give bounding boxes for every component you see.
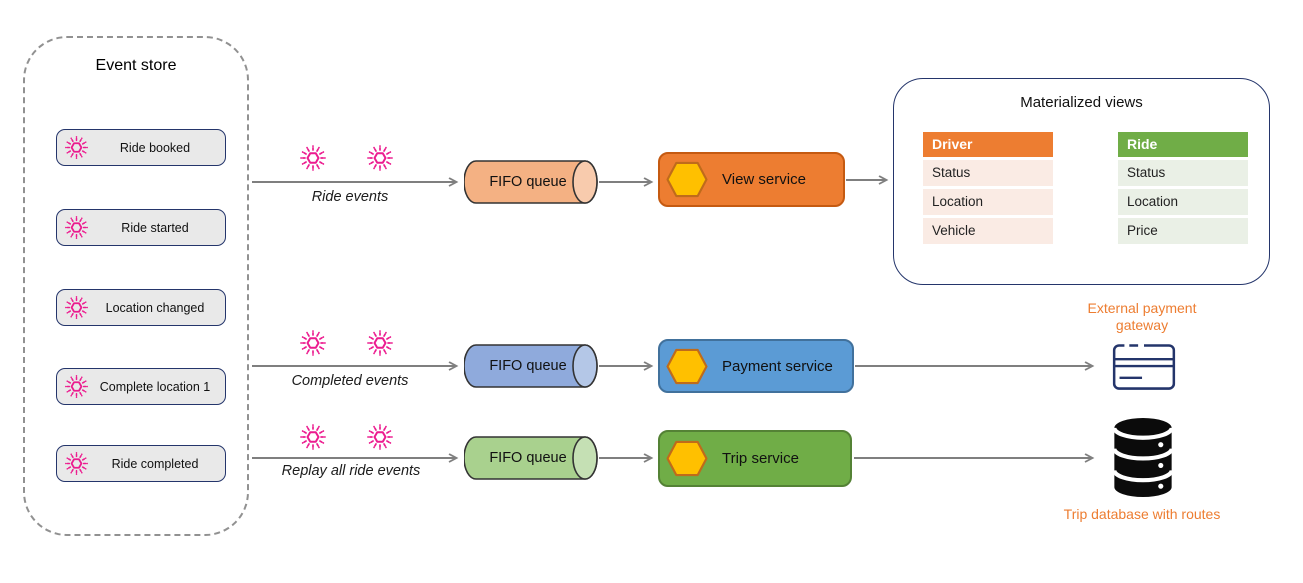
event-burst-icon	[64, 451, 89, 476]
event-store-title: Event store	[95, 57, 177, 74]
hexagon-service-icon	[665, 440, 709, 477]
table-row: Vehicle	[923, 218, 1053, 244]
materialized-views-container: Materialized views Driver Status Locatio…	[893, 78, 1270, 285]
flow-label-replay-events: Replay all ride events	[281, 463, 421, 479]
fifo-queue-label: FIFO queue	[489, 450, 567, 466]
event-item-label: Ride started	[121, 220, 189, 235]
trip-service-node: Trip service	[658, 430, 852, 487]
fifo-queue-3	[464, 436, 598, 480]
event-burst-icon	[64, 374, 89, 399]
event-burst-icon	[366, 423, 394, 451]
fifo-queue-1	[464, 160, 598, 204]
ride-table-header: Ride	[1118, 132, 1248, 157]
event-burst-icon	[299, 329, 327, 357]
fifo-queue-label: FIFO queue	[489, 174, 567, 190]
ride-table: Ride Status Location Price	[1118, 132, 1248, 244]
flow-label-completed-events: Completed events	[291, 373, 409, 389]
event-item-ride-completed: Ride completed	[56, 445, 226, 482]
flow-label-ride-events: Ride events	[311, 189, 389, 205]
event-item-label: Ride booked	[119, 140, 191, 155]
event-burst-icon	[299, 144, 327, 172]
event-burst-icon	[64, 295, 89, 320]
event-item-ride-started: Ride started	[56, 209, 226, 246]
event-store-container: Event store Ride booked Ride started Loc…	[23, 36, 249, 536]
payment-service-node: Payment service	[658, 339, 854, 393]
hexagon-service-icon	[665, 348, 709, 385]
payment-gateway-label: External payment gateway	[1087, 300, 1197, 333]
event-burst-icon	[299, 423, 327, 451]
table-row: Status	[1118, 160, 1248, 186]
service-label: View service	[722, 171, 806, 188]
event-burst-icon	[64, 215, 89, 240]
fifo-queue-face	[572, 436, 598, 480]
fifo-queue-label: FIFO queue	[489, 358, 567, 374]
fifo-queue-face	[572, 160, 598, 204]
driver-table-header: Driver	[923, 132, 1053, 157]
event-item-label: Ride completed	[111, 456, 199, 471]
hexagon-service-icon	[665, 161, 709, 198]
table-row: Location	[1118, 189, 1248, 215]
event-item-label: Location changed	[105, 300, 205, 315]
view-service-node: View service	[658, 152, 845, 207]
event-burst-icon	[366, 329, 394, 357]
event-item-label: Complete location 1	[99, 379, 211, 394]
database-icon	[1112, 417, 1174, 498]
table-row: Location	[923, 189, 1053, 215]
service-label: Trip service	[722, 450, 799, 467]
event-burst-icon	[366, 144, 394, 172]
event-item-location-changed: Location changed	[56, 289, 226, 326]
event-burst-icon	[64, 135, 89, 160]
trip-database-label: Trip database with routes	[1063, 506, 1221, 522]
fifo-queue-2	[464, 344, 598, 388]
driver-table: Driver Status Location Vehicle	[923, 132, 1053, 244]
event-item-complete-location: Complete location 1	[56, 368, 226, 405]
fifo-queue-face	[572, 344, 598, 388]
table-row: Status	[923, 160, 1053, 186]
credit-card-icon	[1112, 344, 1176, 391]
table-row: Price	[1118, 218, 1248, 244]
materialized-views-title: Materialized views	[1020, 94, 1143, 111]
event-item-ride-booked: Ride booked	[56, 129, 226, 166]
service-label: Payment service	[722, 357, 833, 375]
